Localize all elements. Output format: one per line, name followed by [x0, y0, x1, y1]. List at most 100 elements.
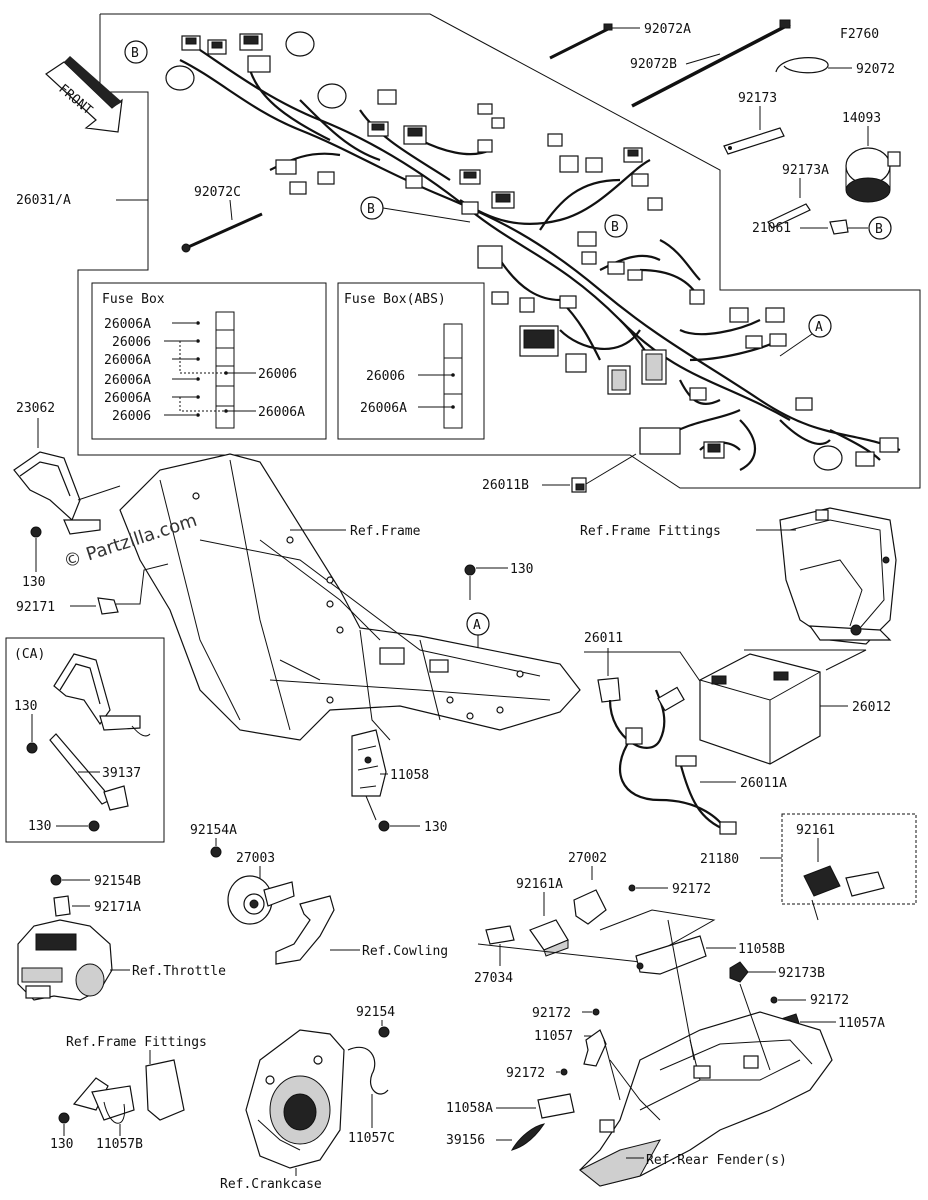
- horn-27003: 92154A 27003 Ref.Cowling: [190, 823, 448, 965]
- label-23062: 23062: [16, 401, 55, 416]
- label-92154: 92154: [356, 1005, 395, 1020]
- label-27003: 27003: [236, 851, 275, 866]
- fuse-box-panel: Fuse Box 26006A 26006 26006A 26006A 2600…: [91, 282, 327, 440]
- svg-text:Ref.Rear Fender(s): Ref.Rear Fender(s): [646, 1153, 787, 1168]
- harness-connectors: [165, 31, 899, 471]
- abs-fuse-1: 26006: [366, 369, 405, 384]
- rear-fender: Ref.Rear Fender(s): [579, 919, 833, 1187]
- screw-92172-d: 92172: [506, 1066, 568, 1081]
- label-26011b: 26011B: [482, 478, 529, 493]
- label-11057: 11057: [534, 1029, 573, 1044]
- relay-box-21180: 92161 21180: [700, 813, 917, 921]
- bracket-92173: 92173: [723, 91, 785, 155]
- ca-title: (CA): [14, 647, 45, 662]
- callout-a-1: A: [779, 314, 832, 357]
- bracket-11058: 11058 130: [351, 729, 447, 835]
- svg-text:B: B: [367, 202, 375, 217]
- fuse-4: 26006A: [104, 373, 151, 388]
- svg-text:92172: 92172: [672, 882, 711, 897]
- label-92173b: 92173B: [778, 966, 825, 981]
- figure-code: F2760: [840, 27, 879, 42]
- label-92161a: 92161A: [516, 877, 563, 892]
- label-21180: 21180: [700, 852, 739, 867]
- bracket-11058b: 11058B: [477, 909, 785, 975]
- ref-frame: Ref.Frame: [290, 524, 421, 539]
- label-92173: 92173: [738, 91, 777, 106]
- frame-drawing: [119, 453, 581, 741]
- fuse-group-26006a: 26006A: [258, 405, 305, 420]
- clip-11057: 11057: [534, 1029, 607, 1067]
- screw-92172-c: 92172: [532, 1006, 600, 1021]
- label-27034: 27034: [474, 971, 513, 986]
- label-11058: 11058: [390, 768, 429, 783]
- throttle-group: 92154B 92171A Ref.Throttle: [17, 874, 226, 1001]
- label-26012: 26012: [852, 700, 891, 715]
- label-92072c: 92072C: [194, 185, 241, 200]
- svg-text:Ref.Frame: Ref.Frame: [350, 524, 421, 539]
- label-92171: 92171: [16, 600, 55, 615]
- relay-27002: 27002: [568, 851, 607, 925]
- fuse-box-title: Fuse Box: [102, 292, 165, 307]
- label-27002: 27002: [568, 851, 607, 866]
- abs-fuse-2: 26006A: [360, 401, 407, 416]
- cable-tie-92072a: 92072A: [549, 22, 691, 60]
- crankcase-group: Ref.Crankcase 92154 11057C: [220, 1005, 395, 1192]
- label-11057c: 11057C: [348, 1131, 395, 1146]
- fuse-3: 26006A: [104, 353, 151, 368]
- fuse-box-abs-title: Fuse Box(ABS): [344, 292, 446, 307]
- callout-b-3: B: [604, 214, 628, 238]
- bolt-130-d: 130: [464, 562, 533, 600]
- bracket-92173a: 92173A: [767, 163, 829, 229]
- svg-text:B: B: [875, 222, 883, 237]
- ca-panel: (CA): [5, 637, 165, 843]
- bolt-130-b: 130: [14, 699, 38, 754]
- svg-text:Ref.Throttle: Ref.Throttle: [132, 964, 226, 979]
- screw-92172-a: 92172: [628, 882, 711, 897]
- label-21061: 21061: [752, 221, 791, 236]
- label-92154a: 92154A: [190, 823, 237, 838]
- harness-26031a: 26031/A: [16, 193, 148, 208]
- cable-tie-92072b: 92072B: [630, 19, 791, 108]
- svg-text:92172: 92172: [506, 1066, 545, 1081]
- label-92072b: 92072B: [630, 57, 677, 72]
- fuse-6: 26006: [112, 409, 151, 424]
- fuse-1: 26006A: [104, 317, 151, 332]
- relay-14093: 14093: [842, 111, 901, 203]
- harness-group-outline: [77, 13, 921, 489]
- clip-92171: 92171: [16, 563, 169, 615]
- svg-text:B: B: [611, 220, 619, 235]
- label-14093: 14093: [842, 111, 881, 126]
- connector-21061: 21061: [752, 219, 868, 236]
- battery-cable-26011a: 26011A: [618, 727, 787, 835]
- connector-27034: 27034: [474, 925, 515, 986]
- relay-92161a: 92161A: [516, 877, 569, 957]
- label-92154b: 92154B: [94, 874, 141, 889]
- svg-text:130: 130: [14, 699, 37, 714]
- svg-text:A: A: [815, 320, 823, 335]
- fuse-group-26006: 26006: [258, 367, 297, 382]
- fuse-5: 26006A: [104, 391, 151, 406]
- label-26011a: 26011A: [740, 776, 787, 791]
- callout-b-4: B: [868, 216, 892, 240]
- svg-text:Ref.Crankcase: Ref.Crankcase: [220, 1177, 322, 1192]
- label-11057b: 11057B: [96, 1137, 143, 1152]
- label-92161: 92161: [796, 823, 835, 838]
- battery-cable-26011: 26011: [584, 631, 707, 749]
- label-26011: 26011: [584, 631, 623, 646]
- svg-text:130: 130: [50, 1137, 73, 1152]
- frame-fittings-top: Ref.Frame Fittings: [580, 507, 897, 645]
- label-39137: 39137: [102, 766, 141, 781]
- clamp-92072: 92072: [775, 57, 895, 77]
- svg-text:A: A: [473, 618, 481, 633]
- callout-b-1: B: [124, 40, 148, 64]
- front-arrow: FRONT: [45, 56, 123, 133]
- clip-92173b: 92173B: [729, 961, 825, 983]
- svg-text:92172: 92172: [532, 1006, 571, 1021]
- svg-text:130: 130: [510, 562, 533, 577]
- label-39156: 39156: [446, 1133, 485, 1148]
- label-92072a: 92072A: [644, 22, 691, 37]
- svg-text:130: 130: [28, 819, 51, 834]
- label-26031a: 26031/A: [16, 193, 71, 208]
- svg-text:Ref.Frame Fittings: Ref.Frame Fittings: [580, 524, 721, 539]
